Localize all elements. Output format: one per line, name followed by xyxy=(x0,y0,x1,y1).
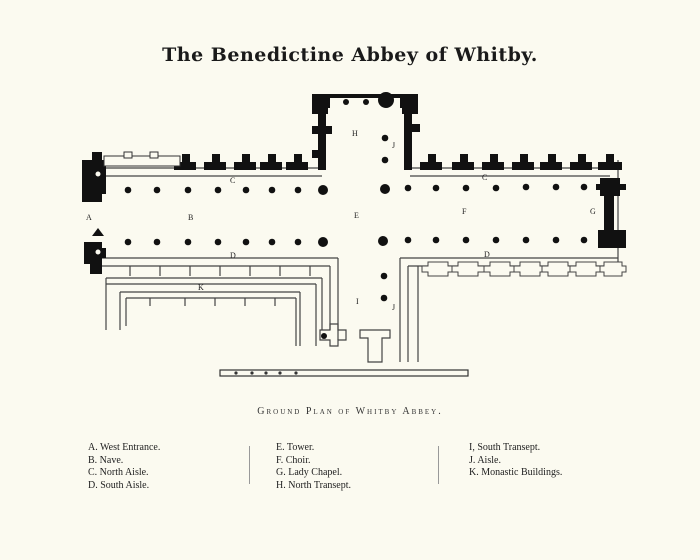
foundation-strip xyxy=(219,369,469,377)
label-G: G xyxy=(590,207,596,216)
legend-item: A. West Entrance. xyxy=(88,442,161,453)
label-I: I xyxy=(356,297,359,306)
label-J-north: J xyxy=(392,141,395,150)
pier-row-south xyxy=(124,236,588,247)
legend-item: E. Tower. xyxy=(276,442,315,453)
page-title: The Benedictine Abbey of Whitby. xyxy=(162,44,538,66)
label-J-south: J xyxy=(392,303,395,312)
label-D-south-aisle: D xyxy=(230,251,236,260)
label-D-choir-aisle: D xyxy=(484,250,490,259)
legend-item: H. North Transept. xyxy=(276,479,352,491)
legend-column-2: E. Tower. F. Choir. G. Lady Chapel. H. N… xyxy=(276,442,351,492)
south-buttresses xyxy=(421,261,627,277)
legend-item: F. Choir. xyxy=(276,454,311,466)
label-F: F xyxy=(462,207,467,216)
plan-labels: A B C C D D E F G H I J J K xyxy=(86,129,596,312)
label-H: H xyxy=(352,129,358,138)
foundation-marks xyxy=(234,371,298,375)
label-K: K xyxy=(198,283,204,292)
legend-item: I, South Transept. xyxy=(469,442,541,453)
label-C-north-aisle: C xyxy=(230,176,235,185)
legend-divider xyxy=(438,446,439,484)
solid-walls xyxy=(82,92,626,274)
legend-column-1: A. West Entrance. B. Nave. C. North Aisl… xyxy=(88,442,160,492)
legend-item: G. Lady Chapel. xyxy=(276,467,343,479)
legend-column-3: I, South Transept. J. Aisle. K. Monastic… xyxy=(469,442,562,480)
label-E: E xyxy=(354,211,359,220)
abbey-ground-plan: A B C C D D E F G H I J J K xyxy=(82,92,627,377)
legend-item: B. Nave. xyxy=(88,454,124,466)
label-B: B xyxy=(188,213,193,222)
north-aisle-outline xyxy=(103,151,181,167)
west-doorway xyxy=(95,171,101,255)
legend-item: J. Aisle. xyxy=(469,454,501,466)
legend-item: D. South Aisle. xyxy=(88,479,150,491)
legend-divider xyxy=(249,446,250,484)
pier-transepts xyxy=(321,99,389,339)
legend-item: K. Monastic Buildings. xyxy=(469,467,563,479)
pier-row-north xyxy=(124,183,588,195)
plan-caption: Ground Plan of Whitby Abbey. xyxy=(257,406,443,417)
label-C-choir-aisle: C xyxy=(482,173,487,182)
label-A: A xyxy=(86,213,92,222)
legend-item: C. North Aisle. xyxy=(88,467,149,479)
